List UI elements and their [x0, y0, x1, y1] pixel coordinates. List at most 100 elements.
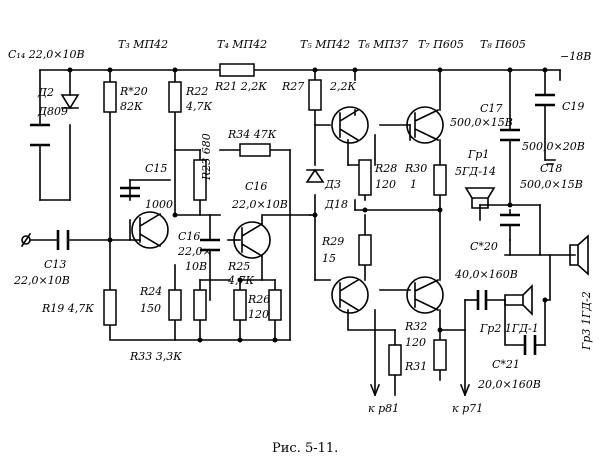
c21-capacitor — [523, 335, 537, 355]
r31-resistor — [433, 339, 447, 371]
c17-capacitor — [500, 128, 520, 142]
r22-resistor — [168, 81, 182, 113]
kp2-label: к р71 — [452, 402, 483, 415]
r26-label: R26 — [247, 293, 270, 306]
t6-transistor — [406, 106, 444, 144]
c18-value: 500,0×15В — [520, 178, 583, 191]
r24-label: R24 — [139, 285, 162, 298]
junctions — [67, 67, 548, 343]
r20-label: R*20 — [119, 85, 148, 98]
c16b-value: 22,0× — [177, 245, 212, 258]
c19-value: 500,0×20В — [522, 140, 585, 153]
gr3-speaker — [569, 234, 589, 276]
t4-label: Т₄ МП42 — [217, 38, 267, 51]
r30-value: 1 — [410, 178, 417, 191]
r26-value: 120 — [248, 308, 269, 321]
d2-diode — [60, 94, 80, 110]
transistors — [131, 106, 444, 314]
c16b-value2: 10В — [185, 260, 207, 273]
figure-caption: Рис. 5-11. — [272, 441, 338, 456]
d3-label: Д3 — [324, 178, 341, 191]
gr2-label: Гр2 1ГД-1 — [479, 322, 539, 335]
c15-label: С15 — [145, 162, 167, 175]
diodes — [60, 94, 325, 183]
c18-label: С18 — [540, 162, 562, 175]
r23-label: R23 680 — [200, 133, 213, 181]
c20-capacitor — [476, 290, 488, 310]
r25-value: 4,7К — [227, 274, 254, 287]
c17-value: 500,0×15В — [450, 116, 513, 129]
r27-resistor — [308, 79, 322, 111]
gr1-label: Гр1 — [467, 148, 489, 161]
c19-capacitor — [535, 93, 555, 107]
c20-value: 40,0×160В — [454, 268, 518, 281]
r33-label: R33 3,3К — [129, 350, 182, 363]
r20-resistor — [103, 81, 117, 113]
t7-transistor — [331, 276, 369, 314]
r28-label: R28 — [374, 162, 397, 175]
labels: С₁₄ 22,0×10В Т₃ МП42 Т₄ МП42 Т₅ МП42 Т₆ … — [8, 38, 593, 456]
c21-label: С*21 — [492, 358, 520, 371]
t3-transistor — [131, 211, 169, 249]
r24-value: 150 — [140, 302, 161, 315]
r19-resistor — [103, 289, 117, 326]
r34-resistor — [239, 143, 271, 157]
t7-label: Т₇ П605 — [418, 38, 464, 51]
t4-transistor — [233, 221, 271, 259]
r27-value: 2,2К — [329, 80, 356, 93]
r30-resistor — [433, 164, 447, 196]
c14-label: С₁₄ 22,0×10В — [8, 48, 85, 61]
gr1-speaker — [464, 187, 496, 209]
c17-label: С17 — [480, 102, 502, 115]
c14-capacitor — [30, 123, 50, 147]
t5-label: Т₅ МП42 — [300, 38, 350, 51]
r25-resistor — [233, 289, 247, 321]
c16b-label: С16 — [178, 230, 200, 243]
terminals — [20, 69, 561, 397]
r30-label: R30 — [404, 162, 427, 175]
c15-capacitor — [120, 186, 140, 198]
c19-label: С19 — [562, 100, 584, 113]
c13-capacitor — [56, 230, 70, 250]
t3-label: Т₃ МП42 — [118, 38, 168, 51]
r32-resistor — [388, 344, 402, 376]
r28-resistor — [358, 159, 372, 196]
gr3-label: Гр3 1ГД-2 — [580, 291, 593, 351]
c16-capacitor — [200, 238, 220, 252]
r22-value: 4,7К — [185, 100, 212, 113]
d2-type: Д809 — [37, 105, 68, 118]
r24-resistor — [168, 289, 182, 321]
r28-value: 120 — [375, 178, 396, 191]
c13-label: С13 — [44, 258, 66, 271]
t5-transistor — [331, 106, 369, 144]
resistors — [103, 63, 447, 376]
c16-value: 22,0×10В — [231, 198, 288, 211]
r25-label: R25 — [227, 260, 250, 273]
c13-value: 22,0×10В — [13, 274, 70, 287]
r26-resistor — [268, 289, 282, 321]
gr1-type: 5ГД-14 — [455, 165, 496, 178]
r22-label: R22 — [185, 85, 208, 98]
c21-value: 20,0×160В — [477, 378, 541, 391]
r34-label: R34 47К — [227, 128, 277, 141]
d3-diode — [305, 168, 325, 183]
speakers — [464, 187, 589, 316]
r29-resistor — [358, 234, 372, 266]
r21-resistor — [219, 63, 255, 77]
d2-label: Д2 — [37, 86, 54, 99]
c18-capacitor — [500, 213, 520, 227]
vminus-label: −18В — [560, 50, 591, 63]
t8-transistor — [406, 276, 444, 314]
r31-label: R31 — [404, 360, 427, 373]
t6-label: Т₆ МП37 — [358, 38, 408, 51]
r23-resistor — [193, 159, 207, 201]
r27-label: R27 — [281, 80, 304, 93]
r29-value: 15 — [322, 252, 336, 265]
r29-label: R29 — [321, 235, 344, 248]
r33-resistor — [193, 289, 207, 321]
kp1-label: к р81 — [368, 402, 399, 415]
gr2-speaker — [504, 284, 533, 316]
r32-value: 120 — [405, 336, 426, 349]
c16-label: С16 — [245, 180, 267, 193]
